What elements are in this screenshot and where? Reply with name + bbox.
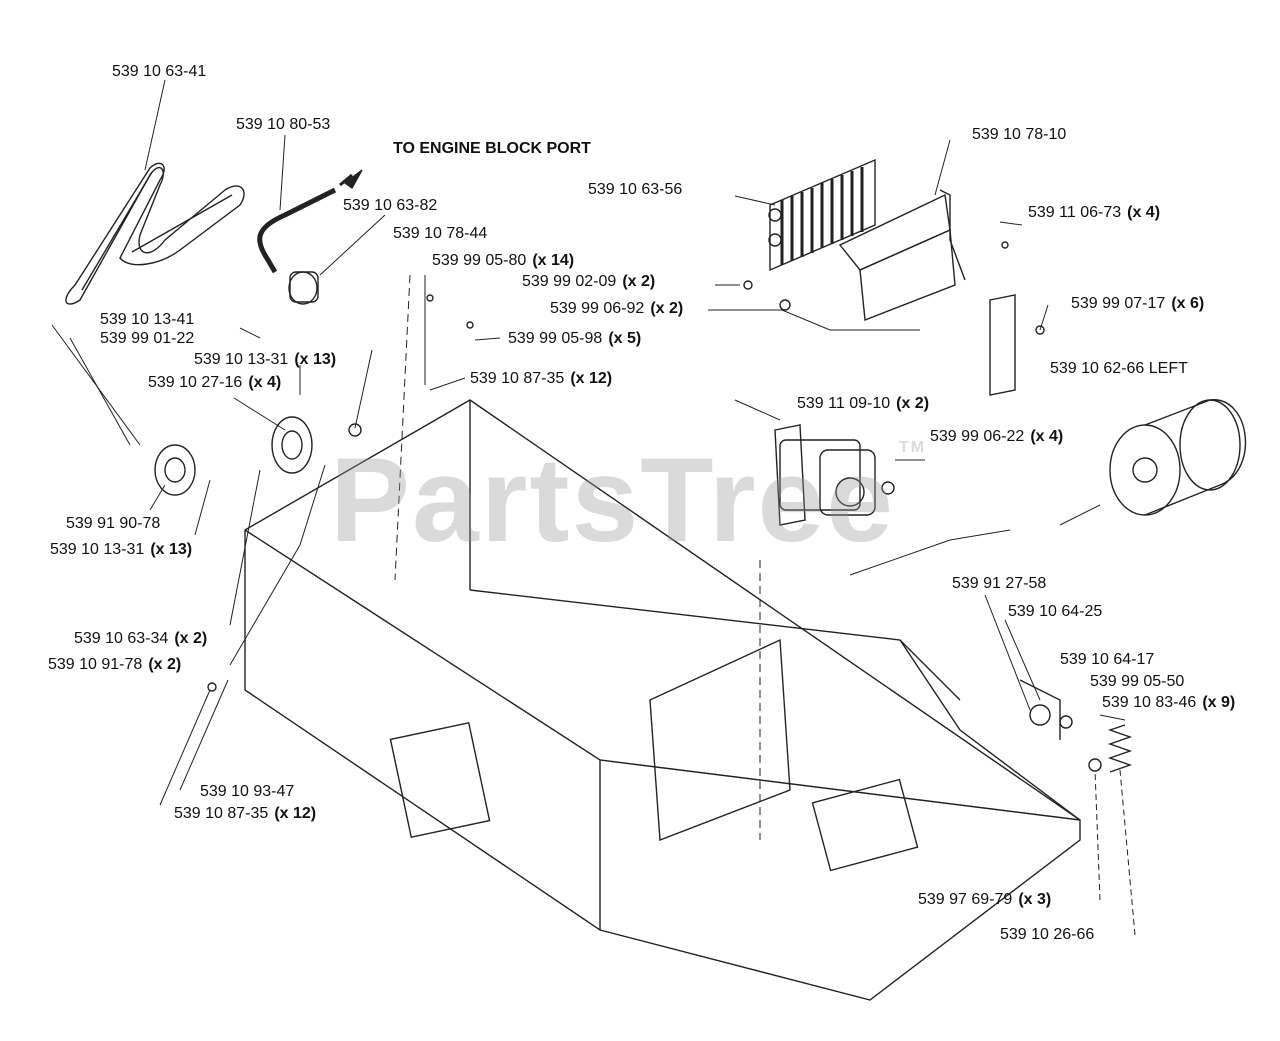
part-label: 539 99 01-22 [100, 330, 195, 347]
part-label: 539 10 27-16(x 4) [148, 374, 282, 391]
part-label: 539 10 80-53 [236, 116, 331, 133]
part-label: 539 91 27-58 [952, 575, 1047, 592]
pulley-drawing [154, 416, 313, 496]
part-label: 539 11 09-10(x 2) [797, 395, 930, 412]
chassis-frame-drawing [244, 399, 1081, 1001]
part-label: 539 10 64-25 [1008, 603, 1103, 620]
hydraulic-pump-drawing [774, 424, 876, 526]
part-label: 539 10 62-66 LEFT [1050, 360, 1188, 377]
wheel-motor-drawing [1109, 399, 1247, 516]
belt-drawing [65, 162, 245, 305]
engine-block-port-note: TO ENGINE BLOCK PORT [393, 140, 591, 157]
part-label: 539 10 78-44 [393, 225, 488, 242]
oil-cooler-drawing [768, 158, 876, 272]
part-label: 539 10 83-46(x 9) [1102, 694, 1236, 711]
spring-drawing [1107, 724, 1133, 773]
bracket-drawing [838, 189, 1016, 396]
part-label: 539 99 06-92(x 2) [550, 300, 684, 317]
filter-drawing [288, 271, 318, 305]
part-label: 539 10 87-35(x 12) [174, 805, 317, 822]
part-label: 539 10 13-41 [100, 311, 195, 328]
part-label: 539 10 13-31(x 13) [50, 541, 193, 558]
part-label: 539 10 63-34(x 2) [74, 630, 208, 647]
part-label: 539 99 02-09(x 2) [522, 273, 656, 290]
part-label: 539 99 06-22(x 4) [930, 428, 1064, 445]
part-label: 539 99 05-50 [1090, 673, 1185, 690]
part-label: 539 99 05-98(x 5) [508, 330, 642, 347]
part-label: 539 99 07-17(x 6) [1071, 295, 1205, 312]
part-label: 539 10 13-31(x 13) [194, 351, 337, 368]
part-label: 539 10 91-78(x 2) [48, 656, 182, 673]
part-label: 539 11 06-73(x 4) [1028, 204, 1161, 221]
part-label: 539 10 64-17 [1060, 651, 1155, 668]
part-label: 539 91 90-78 [66, 515, 161, 532]
part-label: 539 97 69-79(x 3) [918, 891, 1052, 908]
part-label: 539 99 05-80(x 14) [432, 252, 575, 269]
part-label: 539 10 87-35(x 12) [470, 370, 613, 387]
part-label: 539 10 63-82 [343, 197, 438, 214]
watermark-mark: TM [899, 439, 927, 456]
hose-drawing [257, 187, 337, 274]
part-label: 539 10 93-47 [200, 783, 295, 800]
part-label: 539 10 63-41 [112, 63, 207, 80]
part-label: 539 10 63-56 [588, 181, 683, 198]
part-label: 539 10 78-10 [972, 126, 1067, 143]
part-label: 539 10 26-66 [1000, 926, 1095, 943]
watermark-text: PartsTree [330, 433, 896, 567]
